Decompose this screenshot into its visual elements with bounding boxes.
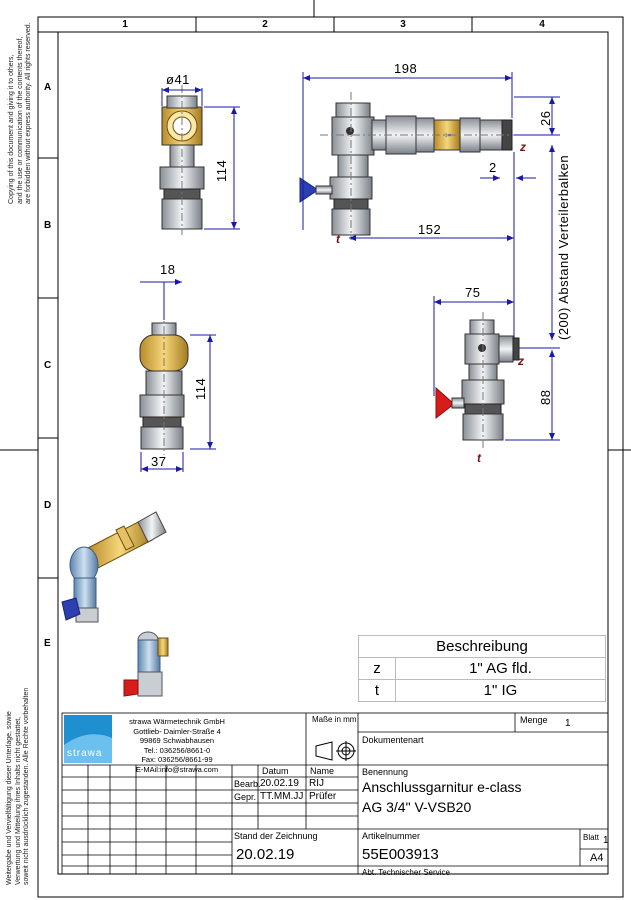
grid-row-c: C	[44, 360, 52, 371]
grid-row-e: E	[44, 638, 51, 649]
bearb-name: RIJ	[309, 778, 324, 789]
bearb-label: Bearb.	[234, 779, 261, 789]
dim-26: 26	[538, 110, 553, 126]
dim-width-152: 152	[418, 222, 442, 237]
dim-88: 88	[538, 389, 553, 405]
gepr-name: Prüfer	[309, 791, 337, 802]
side-view-drawing	[139, 310, 189, 455]
drawing-title-line1: Anschlussgarnitur e-class	[362, 779, 522, 795]
blatt-label: Blatt	[583, 833, 600, 842]
dim-height-front: 114	[214, 159, 229, 182]
dim-abstand-verteilerbalken: (200) Abstand Verteilerbalken	[556, 154, 571, 340]
table-row: z 1" AG fld.	[358, 657, 606, 680]
grid-row-b: B	[44, 220, 52, 231]
stand-value: 20.02.19	[236, 846, 295, 863]
menge-label: Menge	[520, 715, 548, 725]
row-text: 1" IG	[395, 679, 606, 702]
strawa-logo	[64, 715, 112, 763]
iso-view-2	[123, 631, 169, 697]
grid-col-1: 1	[122, 19, 128, 30]
company-line: strawa Wärmetechnik GmbH	[129, 717, 225, 726]
description-table: Beschreibung z 1" AG fld. t 1" IG	[358, 635, 606, 702]
grid-col-2: 2	[262, 19, 268, 30]
dim-height-side: 114	[193, 377, 208, 400]
projection-symbol	[315, 741, 356, 761]
side-view-dimensions	[140, 279, 216, 472]
datum-label: Datum	[262, 766, 289, 776]
masse-label: Maße in mm	[312, 715, 357, 724]
bearb-datum: 20.02.19	[260, 778, 299, 789]
stand-label: Stand der Zeichnung	[234, 831, 318, 841]
company-line: 99869 Schwabhausen	[139, 736, 215, 745]
company-line: Fax: 036256/8661-99	[141, 755, 213, 764]
dim-diameter: ø41	[166, 72, 190, 87]
iso-view-1	[61, 511, 167, 623]
company-line: Tel.: 036256/8661-0	[143, 745, 211, 755]
middle-right-dimensions	[433, 296, 560, 441]
row-port: z	[358, 657, 396, 680]
copyright-note: Copying of this document and giving it t…	[8, 22, 32, 204]
menge-value: 1	[565, 718, 571, 729]
gepr-label: Gepr.	[234, 792, 257, 802]
middle-right-drawing	[435, 312, 520, 448]
dim-width-198: 198	[394, 61, 418, 76]
svg-text:⇦: ⇦	[444, 131, 452, 141]
legal-note-de: Weitergabe und Vervielfältigung dieser U…	[6, 687, 30, 885]
grid-row-d: D	[44, 500, 52, 511]
dim-width-75: 75	[465, 285, 481, 300]
front-view-drawing	[159, 85, 205, 235]
top-view-dimensions	[302, 72, 560, 350]
port-t-mid: t	[477, 451, 481, 465]
artikel-label: Artikelnummer	[362, 831, 421, 841]
dim-2: 2	[489, 160, 497, 175]
front-view-dimensions	[161, 87, 240, 230]
port-z-mid: z	[518, 354, 524, 368]
artikel-value: 55E003913	[362, 846, 439, 863]
company-line: E-MAil:info@strawa.com	[135, 764, 219, 774]
dim-18: 18	[160, 262, 176, 277]
gepr-datum: TT.MM.JJ	[260, 791, 304, 802]
grid-col-3: 3	[400, 19, 406, 30]
name-label: Name	[310, 766, 335, 776]
top-view-drawing: ⇦	[299, 92, 520, 240]
row-text: 1" AG fld.	[395, 657, 606, 680]
table-row: t 1" IG	[358, 679, 606, 702]
drawing-title-line2: AG 3/4" V-VSB20	[362, 799, 472, 815]
port-z-top: z	[520, 140, 526, 154]
paper-format: A4	[590, 852, 604, 864]
grid-col-4: 4	[539, 19, 545, 30]
dim-width-37: 37	[151, 454, 167, 469]
benennung-label: Benennung	[362, 767, 409, 777]
logo-text: strawa	[67, 748, 103, 759]
title-block-lines	[61, 712, 609, 875]
company-address: strawa Wärmetechnik GmbH Gottlieb- Daiml…	[116, 717, 238, 774]
company-line: Gottlieb- Daimler-Straße 4	[133, 726, 221, 736]
grid-row-a: A	[44, 82, 52, 93]
port-t-top: t	[336, 232, 340, 246]
blatt-value: 1	[603, 835, 609, 846]
abt-label: Abt. Technischer Service	[362, 868, 450, 877]
row-port: t	[358, 679, 396, 702]
dokumentenart-label: Dokumentenart	[362, 735, 424, 745]
description-header: Beschreibung	[358, 635, 606, 658]
